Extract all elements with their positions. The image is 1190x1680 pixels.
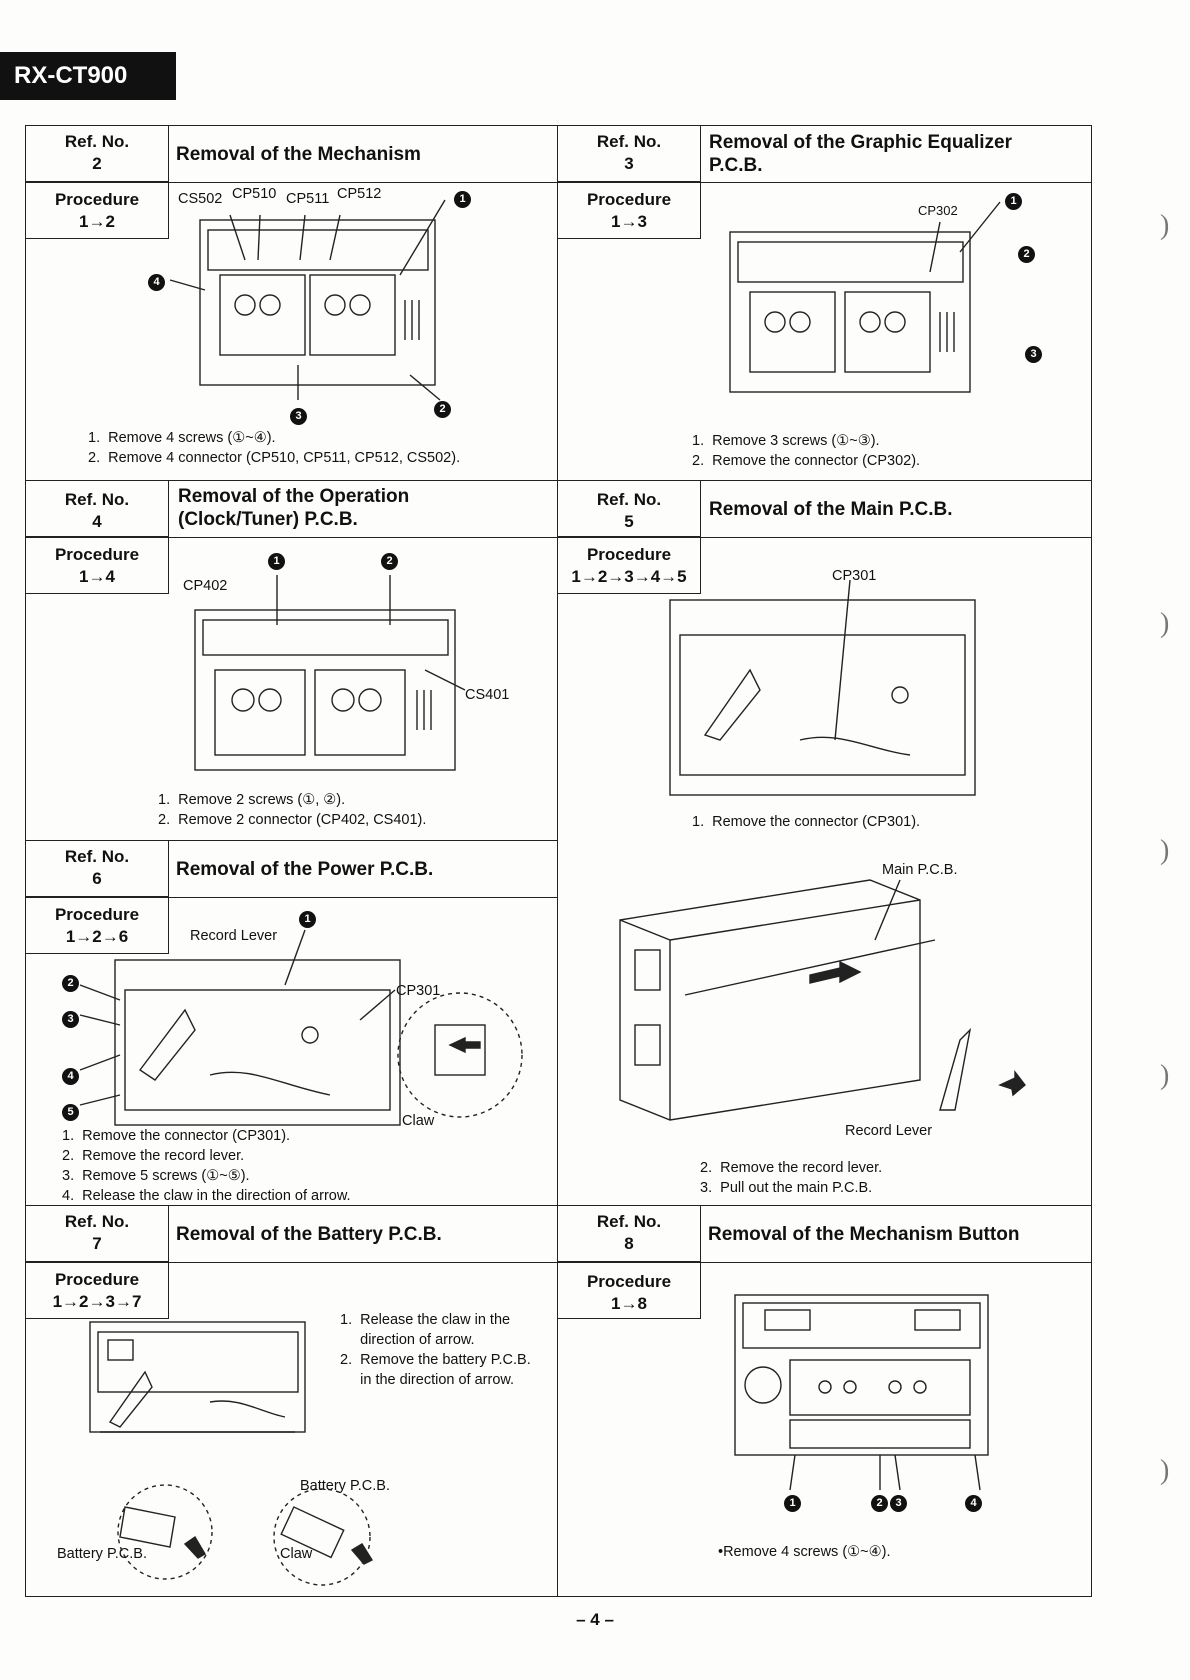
battery-pcb-diagram bbox=[89, 1321, 374, 1586]
title-rule bbox=[168, 182, 558, 183]
step-text: 1. Remove the connector (CP301). bbox=[62, 1128, 291, 1144]
callout-label: Battery P.C.B. bbox=[57, 1546, 147, 1562]
step-text: 1. Remove 3 screws (①~③). bbox=[692, 433, 880, 449]
page-number: – 4 – bbox=[576, 1610, 614, 1629]
operation-pcb-diagram bbox=[194, 575, 466, 771]
title-rule bbox=[168, 537, 558, 538]
step-text: 1. Remove 4 screws (①~④). bbox=[88, 430, 276, 446]
step-text: 1. Remove 2 screws (①, ②). bbox=[158, 792, 346, 808]
section-title: Removal of the Operation (Clock/Tuner) P… bbox=[178, 486, 410, 530]
model-tag: RX-CT900 bbox=[0, 52, 176, 100]
step-text: 2. Remove 2 connector (CP402, CS401). bbox=[158, 812, 427, 828]
callout-label: CP510 bbox=[232, 186, 277, 202]
step-text: •Remove 4 screws (①~④). bbox=[718, 1544, 891, 1560]
callout-label: CP302 bbox=[918, 203, 958, 218]
callout-label: Claw bbox=[402, 1113, 435, 1129]
step-text: 2. Remove the record lever. bbox=[62, 1148, 245, 1164]
mechanism-button-diagram bbox=[734, 1294, 989, 1491]
callout-label: CP301 bbox=[832, 568, 877, 584]
section-title: Removal of the Main P.C.B. bbox=[709, 499, 953, 520]
binding-mark: ) bbox=[1160, 835, 1170, 866]
callout-label: Record Lever bbox=[845, 1123, 933, 1139]
callout-label: CS502 bbox=[178, 191, 223, 207]
screw-marker-icon: 4 bbox=[965, 1495, 982, 1512]
section-title: Removal of the Mechanism bbox=[176, 144, 421, 165]
step-text: 2. Remove 4 connector (CP510, CP511, CP5… bbox=[88, 450, 461, 466]
callout-label: CP301 bbox=[396, 983, 441, 999]
screw-marker-icon: 1 bbox=[784, 1495, 801, 1512]
title-rule bbox=[168, 1262, 558, 1263]
callout-label: Main P.C.B. bbox=[882, 862, 958, 878]
callout-label: CP511 bbox=[286, 191, 330, 207]
step-text: 1. Remove the connector (CP301). bbox=[692, 814, 921, 830]
main-pcb-removal-diagram bbox=[619, 879, 1026, 1121]
callout-label: CP402 bbox=[183, 578, 228, 594]
callout-label: Claw bbox=[280, 1546, 313, 1562]
callout-label: Battery P.C.B. bbox=[300, 1478, 390, 1494]
screw-marker-icon: 3 bbox=[62, 1011, 79, 1028]
ref-no-cell: Ref. No.6 bbox=[25, 840, 169, 897]
title-rule bbox=[168, 897, 558, 898]
screw-marker-icon: 2 bbox=[381, 553, 398, 570]
section-title: Removal of the Power P.C.B. bbox=[176, 859, 434, 880]
screw-marker-icon: 2 bbox=[1018, 246, 1035, 263]
step-text: 4. Release the claw in the direction of … bbox=[62, 1188, 351, 1204]
screw-marker-icon: 1 bbox=[1005, 193, 1022, 210]
step-text: 2. Remove the battery P.C.B. in the dire… bbox=[340, 1352, 531, 1388]
section-title: Removal of the Battery P.C.B. bbox=[176, 1224, 442, 1245]
ref-no-cell: Ref. No.3 bbox=[557, 125, 701, 182]
binding-mark: ) bbox=[1160, 1060, 1170, 1091]
screw-marker-icon: 4 bbox=[148, 274, 165, 291]
step-text: 2. Remove the connector (CP302). bbox=[692, 453, 921, 469]
callout-label: CS401 bbox=[465, 687, 510, 703]
step-text: 2. Remove the record lever. bbox=[700, 1160, 883, 1176]
equalizer-diagram bbox=[729, 201, 1001, 393]
title-rule bbox=[700, 537, 1092, 538]
callout-label: Record Lever bbox=[190, 928, 278, 944]
screw-marker-icon: 3 bbox=[1025, 346, 1042, 363]
binding-mark: ) bbox=[1160, 210, 1170, 241]
callout-label: CP512 bbox=[337, 186, 382, 202]
column-divider bbox=[557, 125, 558, 1597]
step-text: 1. Release the claw in the direction of … bbox=[340, 1312, 511, 1348]
title-rule bbox=[700, 182, 1092, 183]
step-text: 3. Remove 5 screws (①~⑤). bbox=[62, 1168, 250, 1184]
screw-marker-icon: 1 bbox=[454, 191, 471, 208]
ref-no-cell: Ref. No.2 bbox=[25, 125, 169, 182]
ref-no-cell: Ref. No.7 bbox=[25, 1205, 169, 1262]
ref-no-cell: Ref. No.8 bbox=[557, 1205, 701, 1262]
screw-marker-icon: 3 bbox=[890, 1495, 907, 1512]
screw-marker-icon: 1 bbox=[268, 553, 285, 570]
screw-marker-icon: 2 bbox=[434, 401, 451, 418]
screw-marker-icon: 1 bbox=[299, 911, 316, 928]
section-title: Removal of the Graphic Equalizer P.C.B. bbox=[709, 132, 1013, 176]
main-pcb-diagram bbox=[669, 579, 976, 796]
section-title: Removal of the Mechanism Button bbox=[708, 1224, 1020, 1245]
screw-marker-icon: 5 bbox=[62, 1104, 79, 1121]
title-rule bbox=[700, 1262, 1092, 1263]
power-pcb-diagram bbox=[79, 929, 523, 1126]
screw-marker-icon: 4 bbox=[62, 1068, 79, 1085]
binding-mark: ) bbox=[1160, 608, 1170, 639]
binding-mark: ) bbox=[1160, 1455, 1170, 1486]
screw-marker-icon: 2 bbox=[62, 975, 79, 992]
mechanism-diagram bbox=[169, 199, 446, 401]
row-divider bbox=[25, 840, 558, 841]
screw-marker-icon: 3 bbox=[290, 408, 307, 425]
screw-marker-icon: 2 bbox=[871, 1495, 888, 1512]
step-text: 3. Pull out the main P.C.B. bbox=[700, 1180, 873, 1196]
ref-no-cell: Ref. No.5 bbox=[557, 480, 701, 537]
ref-no-cell: Ref. No.4 bbox=[25, 480, 169, 537]
